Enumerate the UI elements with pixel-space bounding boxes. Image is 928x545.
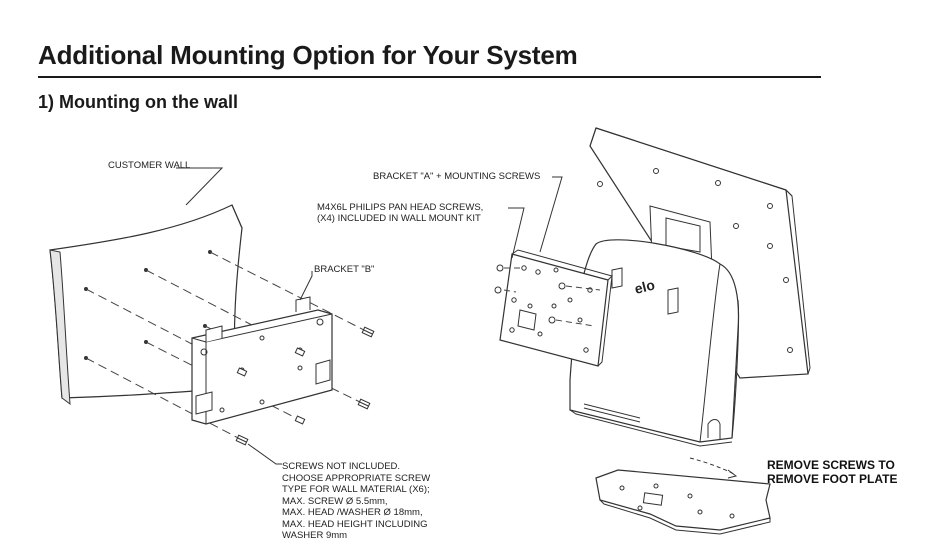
screw-note-line: SCREWS NOT INCLUDED. — [282, 461, 401, 472]
bracket-a-illustration — [499, 249, 613, 367]
page-title: Additional Mounting Option for Your Syst… — [38, 40, 578, 70]
screw-note-line: CHOOSE APPROPRIATE SCREW — [282, 472, 431, 484]
elo-logo: elo — [633, 276, 657, 296]
foot-plate-label: REMOVE SCREWS TO REMOVE FOOT PLATE — [767, 458, 897, 486]
screw-note-line: MAX. SCREW Ø 5.5mm, — [282, 495, 388, 507]
bracket-a-screws — [494, 264, 566, 324]
bracket-a-label: BRACKET "A" + MOUNTING SCREWS — [373, 171, 541, 182]
bracket-a-alignment — [503, 267, 601, 327]
screw-note-line: MAX. HEAD /WASHER Ø 18mm, — [282, 507, 423, 518]
left-leader-lines — [176, 167, 313, 465]
foot-plate-line: REMOVE FOOT PLATE — [767, 472, 898, 486]
screw-note-line: WASHER 9mm — [282, 530, 348, 541]
screw-note: SCREWS NOT INCLUDED. CHOOSE APPROPRIATE … — [282, 461, 482, 542]
screw-note-line: TYPE FOR WALL MATERIAL (X6); — [282, 484, 430, 495]
philips-screws-line: M4X6L PHILIPS PAN HEAD SCREWS, — [317, 202, 484, 213]
customer-wall-label: CUSTOMER WALL — [108, 160, 191, 171]
philips-screws-line: (X4) INCLUDED IN WALL MOUNT KIT — [317, 212, 481, 224]
bracket-b-label: BRACKET "B" — [314, 264, 375, 275]
foot-plate-illustration — [595, 457, 771, 535]
bracket-b-illustration — [191, 296, 333, 425]
section-heading: 1) Mounting on the wall — [38, 92, 238, 112]
right-leader-lines — [508, 176, 563, 259]
foot-plate-line: REMOVE SCREWS TO — [767, 458, 895, 472]
philips-screws-label: M4X6L PHILIPS PAN HEAD SCREWS, (X4) INCL… — [317, 202, 484, 224]
wall-screws — [235, 326, 375, 446]
screw-note-line: MAX. HEAD HEIGHT INCLUDING — [282, 518, 428, 530]
title-divider — [38, 76, 821, 78]
